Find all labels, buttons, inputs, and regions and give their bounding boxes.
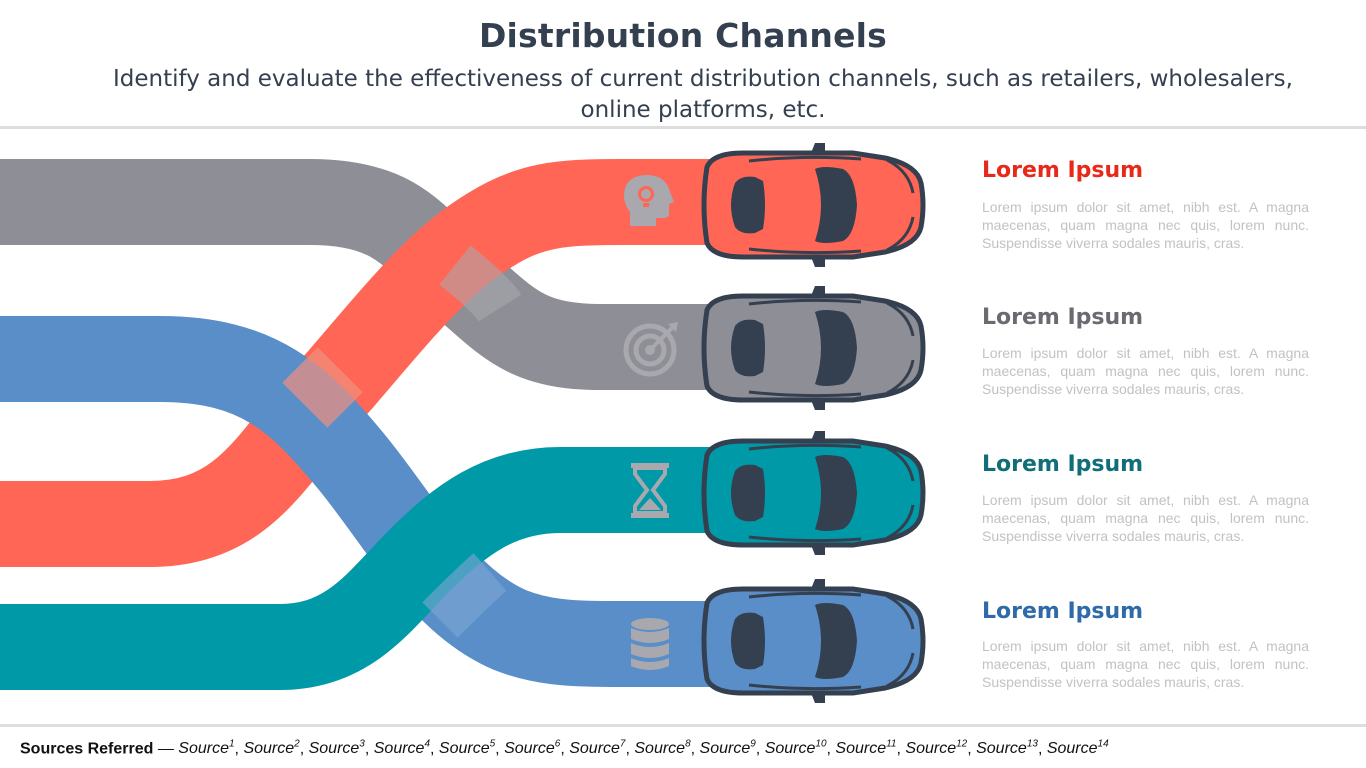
source-text: Source	[308, 740, 360, 758]
database-icon	[631, 618, 669, 670]
source-number: 1	[228, 739, 235, 750]
road-overlap-blue	[422, 553, 507, 638]
source-number: 12	[956, 739, 968, 750]
source-link[interactable]: Source5	[438, 739, 496, 758]
source-link[interactable]: Source13	[976, 739, 1038, 758]
source-link[interactable]: Source6	[504, 739, 561, 758]
page-title: Distribution Channels	[478, 16, 888, 55]
car-gray	[704, 286, 923, 410]
item-title-1: Lorem Ipsum	[982, 158, 1144, 183]
sources-label: Sources Referred	[20, 740, 154, 758]
source-number: 6	[554, 739, 561, 750]
road-overlap-gray	[439, 245, 522, 323]
source-text: Source	[976, 740, 1027, 758]
source-text: Source	[699, 740, 751, 758]
source-link[interactable]: Source1	[178, 739, 235, 758]
head-lightbulb-icon	[624, 175, 674, 226]
source-number: 5	[489, 739, 496, 750]
item-description-1: Lorem ipsum dolor sit amet, nibh est. A …	[982, 199, 1309, 251]
page-subtitle: Identify and evaluate the effectiveness …	[113, 66, 1293, 123]
source-text: Source	[178, 740, 229, 758]
car-red	[704, 143, 923, 267]
source-link[interactable]: Source3	[308, 739, 365, 758]
source-text: Source	[905, 740, 957, 758]
source-number: 11	[886, 739, 897, 750]
road-overlap-red	[282, 347, 363, 428]
source-text: Source	[243, 740, 295, 758]
item-title-3: Lorem Ipsum	[982, 452, 1144, 477]
source-link[interactable]: Source12	[905, 739, 968, 758]
road-teal	[0, 447, 730, 690]
source-number: 2	[294, 739, 300, 750]
sources-list: Source1, Source2, Source3, Source4, Sour…	[178, 739, 1109, 758]
bottom-divider	[0, 724, 1366, 727]
sources-footer: Sources Referred — Source1, Source2, Sou…	[20, 739, 1109, 758]
item-title-4: Lorem Ipsum	[982, 599, 1144, 624]
source-number: 7	[619, 739, 626, 750]
source-number: 3	[359, 739, 365, 750]
source-text: Source	[634, 740, 686, 758]
source-link[interactable]: Source8	[634, 739, 691, 758]
item-description-2: Lorem ipsum dolor sit amet, nibh est. A …	[982, 345, 1309, 397]
source-number: 4	[424, 739, 431, 750]
car-blue	[704, 579, 923, 703]
source-link[interactable]: Source2	[243, 739, 300, 758]
hourglass-icon	[631, 463, 669, 518]
source-number: 10	[815, 739, 827, 750]
source-text: Source	[1046, 740, 1098, 758]
road-red	[0, 159, 730, 567]
source-text: Source	[569, 740, 620, 758]
item-description-3: Lorem ipsum dolor sit amet, nibh est. A …	[982, 492, 1309, 544]
source-number: 8	[685, 739, 691, 750]
source-link[interactable]: Source9	[699, 739, 756, 758]
source-link[interactable]: Source4	[373, 739, 431, 758]
target-icon	[623, 322, 678, 377]
item-title-2: Lorem Ipsum	[982, 305, 1144, 330]
car-teal	[704, 431, 923, 555]
source-link[interactable]: Source14	[1046, 739, 1109, 758]
source-text: Source	[835, 740, 887, 758]
source-text: Source	[504, 740, 555, 758]
source-text: Source	[438, 740, 490, 758]
source-link[interactable]: Source7	[569, 739, 626, 758]
item-description-4: Lorem ipsum dolor sit amet, nibh est. A …	[982, 638, 1309, 690]
source-number: 13	[1026, 739, 1038, 750]
source-number: 9	[750, 739, 756, 750]
source-link[interactable]: Source11	[835, 739, 897, 758]
source-text: Source	[373, 740, 425, 758]
top-divider	[0, 126, 1366, 129]
source-text: Source	[764, 740, 816, 758]
source-link[interactable]: Source10	[764, 739, 827, 758]
sources-separator: —	[153, 740, 179, 758]
source-number: 14	[1097, 739, 1109, 750]
